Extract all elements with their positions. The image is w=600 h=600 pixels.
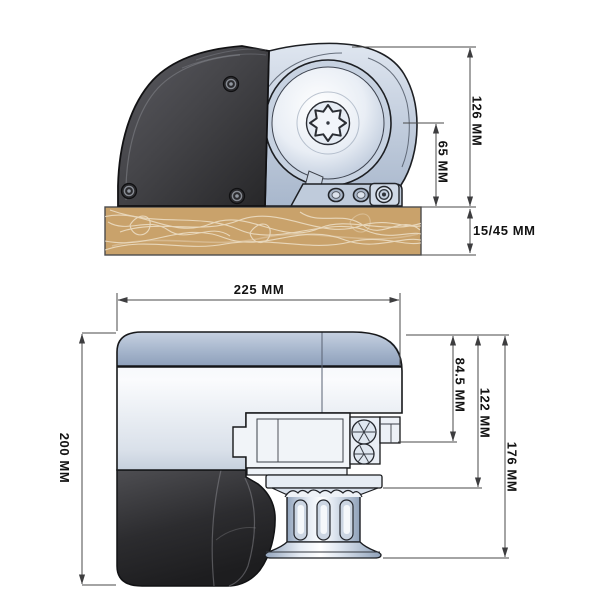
dim-65-label: 65 MM	[436, 141, 451, 184]
cover-bolt-bottom-left	[120, 182, 138, 200]
deck-plank	[104, 206, 422, 256]
side-view-below-deck: 225 MM 200 MM 84.5 MM 122 MM 176 MM	[57, 282, 520, 587]
mounting-foot	[289, 182, 403, 207]
bell-base	[264, 541, 382, 559]
cover-inner-line	[125, 54, 241, 200]
chainwheel-crown	[284, 489, 363, 498]
body-outline	[116, 331, 403, 471]
motor-seam-2	[228, 477, 256, 587]
motor-shell	[116, 469, 276, 587]
clutch-cone-lower	[353, 443, 375, 465]
bracket-inner	[256, 418, 344, 463]
main-body	[116, 331, 403, 471]
chain-pipe-bracket	[232, 412, 401, 469]
dim-225-label: 225 MM	[234, 282, 285, 297]
motor-seam-3	[215, 527, 257, 541]
body-top-band	[117, 332, 402, 366]
deck-fiber-texture	[105, 209, 421, 251]
housing-seam-right	[367, 57, 410, 168]
dimensions-below-deck: 225 MM 200 MM 84.5 MM 122 MM 176 MM	[57, 282, 520, 586]
dim-200-label: 200 MM	[57, 433, 72, 484]
spacer-plate	[246, 467, 348, 476]
gypsy-drum	[264, 59, 392, 187]
cover-bolt-top	[222, 75, 240, 93]
mounting-plate	[265, 474, 383, 489]
motor-gearbox	[116, 469, 276, 587]
side-view-above-deck: 126 MM 65 MM 15/45 MM	[104, 42, 536, 256]
cover-bolt-bottom-right	[228, 187, 246, 205]
gypsy-housing	[262, 42, 418, 207]
dim-deck-label: 15/45 MM	[473, 223, 536, 238]
dim-122-label: 122 MM	[478, 388, 493, 439]
dim-176-label: 176 MM	[505, 442, 520, 493]
end-plate	[379, 416, 401, 444]
dim-126-label: 126 MM	[470, 96, 485, 147]
motor-seam-1	[211, 469, 222, 587]
cover-shell	[117, 45, 270, 207]
chainwheel-pockets	[293, 499, 354, 541]
chainwheel-assembly	[246, 467, 383, 559]
dimensions-above-deck: 126 MM 65 MM 15/45 MM	[352, 46, 536, 256]
dark-cover	[117, 45, 270, 207]
dim-84-label: 84.5 MM	[453, 358, 468, 413]
deck-section	[104, 206, 422, 256]
bracket-outline	[232, 412, 351, 469]
foot-bolt	[375, 185, 393, 204]
clutch-cone-upper	[351, 419, 377, 445]
